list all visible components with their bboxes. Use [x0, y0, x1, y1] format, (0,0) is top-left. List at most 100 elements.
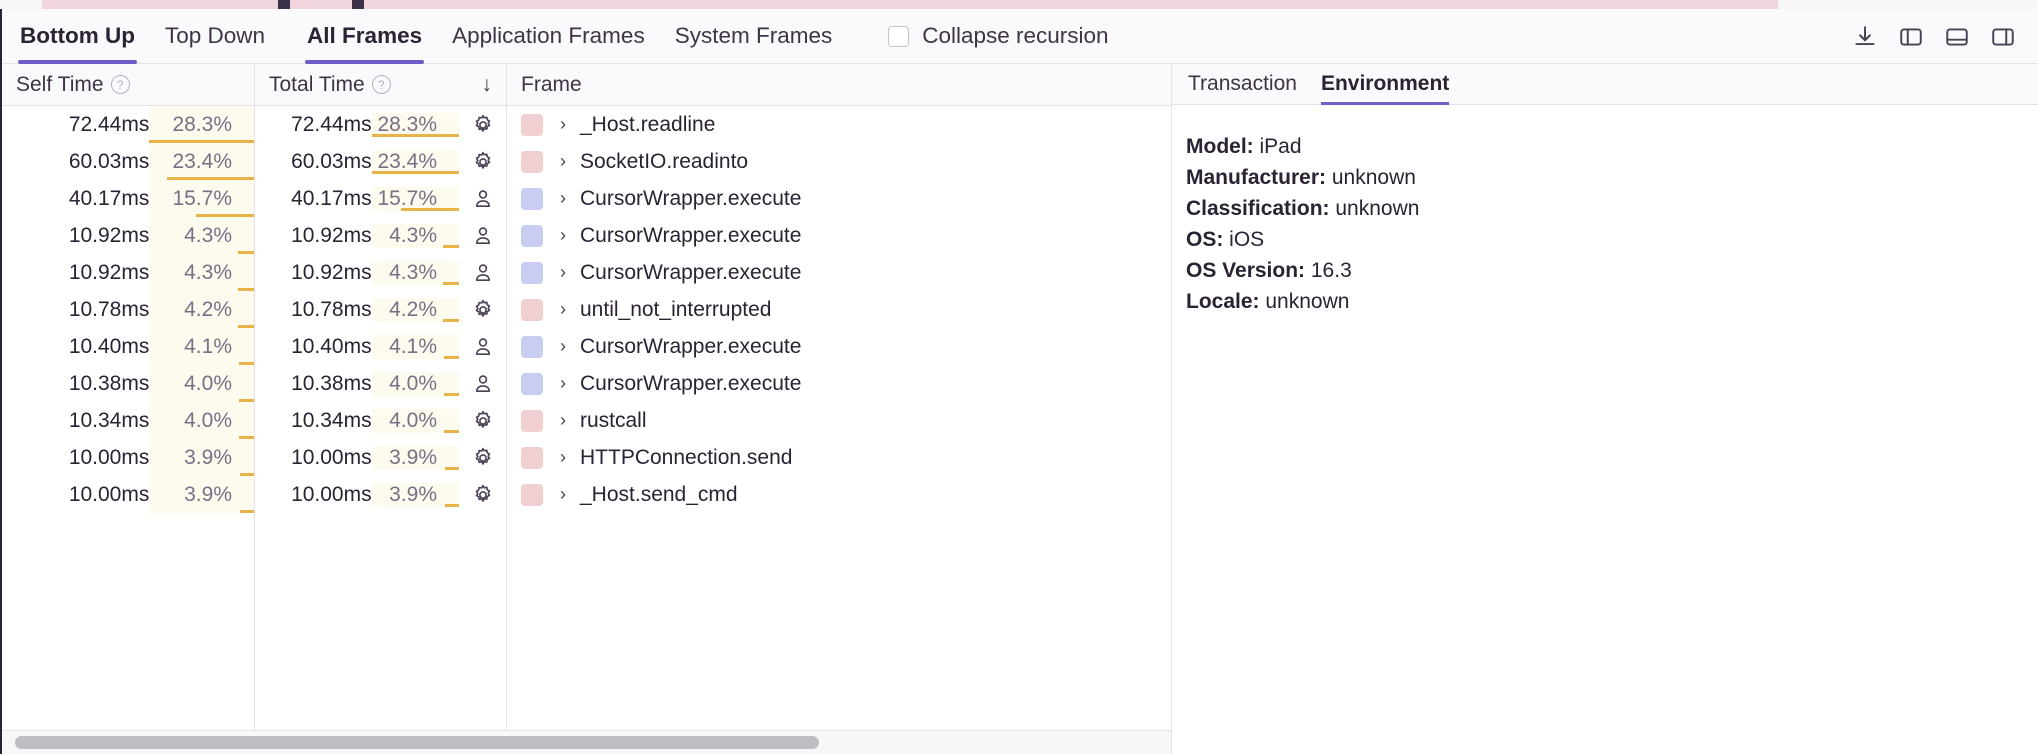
frame-cell[interactable]: ›rustcall [507, 402, 1171, 439]
self-time-percent-bar [149, 140, 254, 143]
frame-name: CursorWrapper.execute [580, 371, 802, 395]
self-time-percent-bar [238, 362, 254, 365]
self-time-value: 10.40ms [68, 334, 150, 358]
frame-cell[interactable]: ›_Host.readline [507, 106, 1171, 143]
self-time-value: 10.78ms [68, 297, 150, 321]
self-time-percent-bar [238, 325, 254, 328]
tab-top-down[interactable]: Top Down [164, 23, 266, 48]
layout-right-panel-icon[interactable] [1984, 18, 2022, 56]
layout-left-panel-icon[interactable] [1892, 18, 1930, 56]
flamegraph-segment[interactable] [1778, 0, 2038, 9]
collapse-recursion-checkbox[interactable] [888, 25, 910, 47]
environment-value: unknown [1329, 197, 1420, 220]
expand-chevron-icon[interactable]: › [560, 225, 566, 245]
flamegraph-segment[interactable] [278, 0, 290, 9]
self-time-percent: 28.3% [149, 106, 254, 143]
total-time-percent-bar [400, 207, 459, 211]
frame-cell[interactable]: ›CursorWrapper.execute [507, 254, 1171, 291]
self-time-value: 10.38ms [68, 371, 150, 395]
total-time-value: 10.40ms [291, 334, 372, 358]
self-time-value: 10.00ms [68, 445, 150, 469]
self-time-percent: 4.0% [149, 402, 254, 439]
expand-chevron-icon[interactable]: › [560, 188, 566, 208]
environment-key: Model: [1186, 135, 1254, 158]
frame-color-swatch [521, 113, 543, 136]
self-time-value: 60.03ms [68, 149, 150, 173]
column-header-frame[interactable]: Frame [507, 64, 1171, 105]
tab-bottom-up[interactable]: Bottom Up [18, 9, 137, 64]
total-time-percent: 3.9% [371, 482, 459, 507]
frame-filter-tabs: All Frames Application Frames System Frame… [305, 9, 860, 64]
download-icon[interactable] [1846, 18, 1884, 56]
self-time-value: 10.00ms [68, 482, 150, 506]
tab-environment[interactable]: Environment [1320, 64, 1450, 105]
layout-bottom-panel-icon[interactable] [1938, 18, 1976, 56]
frame-cell[interactable]: ›HTTPConnection.send [507, 439, 1171, 476]
total-time-help-icon[interactable]: ? [371, 75, 391, 94]
collapse-recursion-toggle[interactable]: Collapse recursion [888, 23, 1109, 49]
environment-value: unknown [1326, 166, 1416, 189]
expand-chevron-icon[interactable]: › [560, 410, 566, 430]
total-time-percent: 4.0% [371, 408, 459, 433]
person-icon [459, 187, 506, 211]
frame-cell[interactable]: › CursorWrapper.execute [507, 365, 1171, 402]
self-time-help-icon[interactable]: ? [110, 75, 130, 94]
total-time-percent: 4.2% [371, 297, 459, 322]
total-time-label: Total Time [269, 72, 365, 96]
horizontal-scrollbar[interactable] [2, 730, 1171, 754]
expand-chevron-icon[interactable]: › [560, 447, 566, 467]
self-time-percent-bar [238, 251, 254, 254]
horizontal-scrollbar-thumb[interactable] [14, 736, 820, 749]
expand-chevron-icon[interactable]: › [560, 262, 566, 282]
tab-transaction[interactable]: Transaction [1188, 72, 1297, 95]
expand-chevron-icon[interactable]: › [560, 299, 566, 319]
flamegraph-segment[interactable] [352, 0, 364, 9]
environment-key: Classification: [1186, 197, 1330, 220]
sort-descending-icon[interactable]: ↓ [481, 72, 493, 96]
self-time-percent-bar [167, 177, 254, 180]
flamegraph-segment[interactable] [0, 0, 42, 9]
total-time-value: 10.92ms [291, 223, 372, 247]
expand-chevron-icon[interactable]: › [560, 484, 566, 504]
frame-cell[interactable]: ›CursorWrapper.execute [507, 217, 1171, 254]
self-time-percent: 4.3% [149, 217, 254, 254]
frame-cell[interactable]: ›CursorWrapper.execute [507, 180, 1171, 217]
tab-system-frames[interactable]: System Frames [674, 23, 833, 48]
column-header-self-time[interactable]: Self Time ? [2, 64, 255, 105]
expand-chevron-icon[interactable]: › [560, 114, 566, 134]
flamegraph-segment[interactable] [42, 0, 1778, 9]
self-time-percent: 4.3% [149, 254, 254, 291]
expand-chevron-icon[interactable]: › [560, 151, 566, 171]
tab-all-frames[interactable]: All Frames [305, 9, 425, 64]
expand-chevron-icon[interactable]: › [560, 373, 566, 393]
frame-cell[interactable]: ›SocketIO.readinto [507, 143, 1171, 180]
frame-cell[interactable]: ›until_not_interrupted [507, 291, 1171, 328]
total-time-percent-bar [444, 466, 459, 470]
frame-cell[interactable]: ›CursorWrapper.execute [507, 328, 1171, 365]
expand-chevron-icon[interactable]: › [560, 336, 566, 356]
total-time-value: 60.03ms [291, 149, 372, 173]
flamegraph-strip[interactable] [0, 0, 2038, 9]
frame-color-swatch [521, 261, 543, 284]
tab-application-frames[interactable]: Application Frames [452, 23, 645, 48]
column-header-total-time[interactable]: Total Time ? ↓ [255, 64, 507, 105]
frame-cell[interactable]: ›_Host.send_cmd [507, 476, 1171, 513]
total-time-percent-bar [443, 281, 459, 285]
